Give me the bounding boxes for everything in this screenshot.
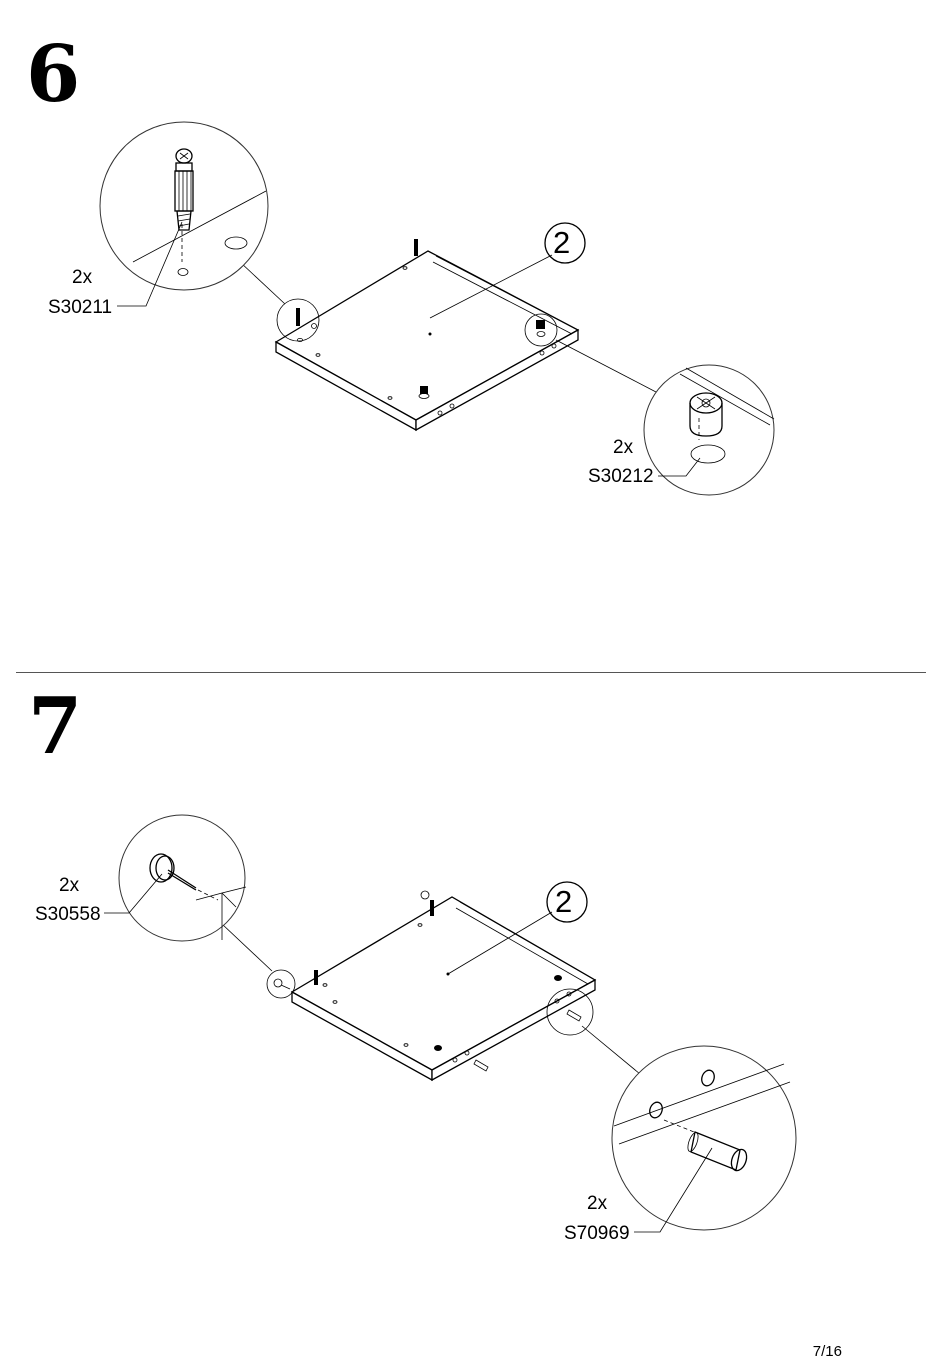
step-divider	[16, 672, 926, 673]
callout-qty: 2x	[59, 876, 79, 895]
callout-code: S70969	[564, 1224, 630, 1243]
step-7-part-label: 2	[555, 886, 572, 917]
callout-code: S30212	[588, 467, 654, 486]
step-6-drawing	[100, 122, 774, 495]
detail-circle-s30212	[644, 365, 774, 495]
callout-qty: 2x	[613, 438, 633, 457]
step-6-part-label: 2	[553, 227, 570, 258]
callout-qty: 2x	[72, 268, 92, 287]
detail-circle-s70969	[612, 1046, 796, 1230]
callout-code: S30558	[35, 905, 101, 924]
step-6-panel	[276, 239, 578, 430]
detail-circle-s30211	[100, 122, 268, 290]
step-7-drawing	[104, 815, 796, 1232]
callout-code: S30211	[48, 298, 112, 317]
step-6-number: 6	[26, 36, 80, 114]
step-7-number: 7	[28, 688, 82, 766]
step-7-panel	[267, 891, 595, 1080]
callout-qty: 2x	[587, 1194, 607, 1213]
page-number: 7/16	[813, 1343, 842, 1360]
detail-circle-s30558	[119, 815, 246, 941]
